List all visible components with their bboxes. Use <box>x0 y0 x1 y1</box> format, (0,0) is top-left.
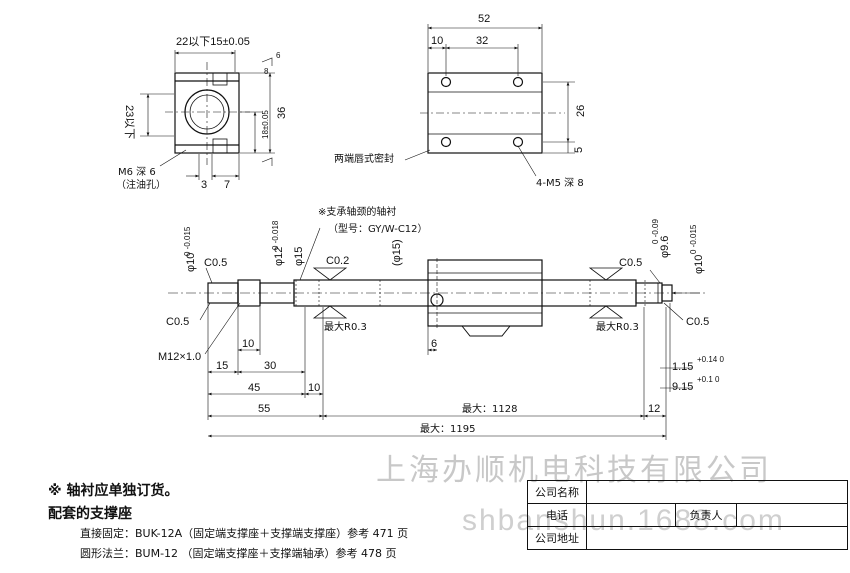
note-round-flange: 圆形法兰：BUM-12 （固定端支撑座＋支撑端轴承）参考 478 页 <box>80 547 397 560</box>
company-name-field[interactable] <box>586 480 848 504</box>
dim-max-1195: 最大：1195 <box>420 422 475 435</box>
front-dim-3: 3 <box>201 179 207 191</box>
notes: ※ 轴衬应单独订货。 配套的支撑座 直接固定：BUK-12A（固定端支撑座＋支撑… <box>48 480 528 563</box>
left-dia: φ10 <box>185 253 197 272</box>
front-dim-left: 23以下 <box>123 105 135 139</box>
collar-note: ※支承轴颈的轴衬 <box>318 205 396 218</box>
right-dia10: φ10 <box>693 255 705 274</box>
phone-label: 电话 <box>527 503 587 527</box>
manager-field[interactable] <box>736 503 848 527</box>
dim-6: 6 <box>431 338 437 350</box>
oil-hole-label: M6 深 6 <box>118 166 156 178</box>
dim-30: 30 <box>264 360 276 372</box>
top-dim-width: 52 <box>478 13 490 25</box>
dim-max-1128: 最大：1128 <box>462 402 517 415</box>
c02: C0.2 <box>326 255 349 267</box>
top-dim-5: 5 <box>573 147 585 153</box>
company-name-label: 公司名称 <box>527 480 587 504</box>
groove-2-tol: +0.1 0 <box>697 375 720 384</box>
shaft-view <box>168 227 705 440</box>
r03-right: 最大R0.3 <box>596 320 639 333</box>
note-support-title: 配套的支撑座 <box>48 506 132 522</box>
left-dia-tol: 0 -0.015 <box>183 226 192 256</box>
right-dia10-tol: 0 -0.015 <box>689 224 698 254</box>
top-view <box>404 24 575 177</box>
top-dim-26: 26 <box>575 105 587 117</box>
front-dim-bore: 18±0.05 <box>261 110 270 139</box>
dia12-tol: 0 -0.018 <box>271 220 280 250</box>
groove-1: 1.15 <box>672 361 693 373</box>
front-dim-7: 7 <box>224 179 230 191</box>
thread-label: M12×1.0 <box>158 351 201 363</box>
c05-bottom-right: C0.5 <box>686 316 709 328</box>
collar-model: （型号：GY/W-C12） <box>328 222 428 235</box>
front-dim-height: 36 <box>276 107 288 119</box>
note-direct-fix: 直接固定：BUK-12A（固定端支撑座＋支撑端支撑座）参考 471 页 <box>80 527 409 540</box>
r03-left: 最大R0.3 <box>324 320 367 333</box>
top-dim-10: 10 <box>431 35 443 47</box>
dia12: φ12 <box>273 247 285 266</box>
flatness-8: 8 <box>264 67 269 76</box>
dim-45: 45 <box>248 382 260 394</box>
right-dia96: φ9.6 <box>659 236 671 258</box>
groove-1-tol: +0.14 0 <box>697 355 724 364</box>
groove-2: 9.15 <box>672 381 693 393</box>
dim-10-thread: 10 <box>242 338 254 350</box>
c05-top-left: C0.5 <box>204 257 227 269</box>
c05-top-right: C0.5 <box>619 257 642 269</box>
dia15-paren: (φ15) <box>391 239 403 266</box>
c05-bottom-left: C0.5 <box>166 316 189 328</box>
right-dia96-tol: 0 -0.09 <box>651 219 660 244</box>
dia15: φ15 <box>293 247 305 266</box>
address-field[interactable] <box>586 526 848 550</box>
dim-15: 15 <box>216 360 228 372</box>
holes-note: 4-M5 深 8 <box>536 177 584 189</box>
dim-12: 12 <box>648 403 660 415</box>
address-label: 公司地址 <box>527 526 587 550</box>
dim-10-b: 10 <box>308 382 320 394</box>
manager-label: 负责人 <box>675 503 737 527</box>
oil-hole-note: （注油孔） <box>116 178 166 191</box>
shaft-block <box>427 259 543 327</box>
top-dim-32: 32 <box>476 35 488 47</box>
note-order: ※ 轴衬应单独订货。 <box>48 483 179 499</box>
front-view <box>140 50 275 180</box>
company-info-table: 公司名称 电话 负责人 公司地址 <box>527 480 848 550</box>
dim-55: 55 <box>258 403 270 415</box>
front-dim-top: 22以下15±0.05 <box>176 36 250 48</box>
seal-note: 两端唇式密封 <box>334 152 394 165</box>
flatness-6: 6 <box>276 51 281 60</box>
phone-field[interactable] <box>586 503 676 527</box>
